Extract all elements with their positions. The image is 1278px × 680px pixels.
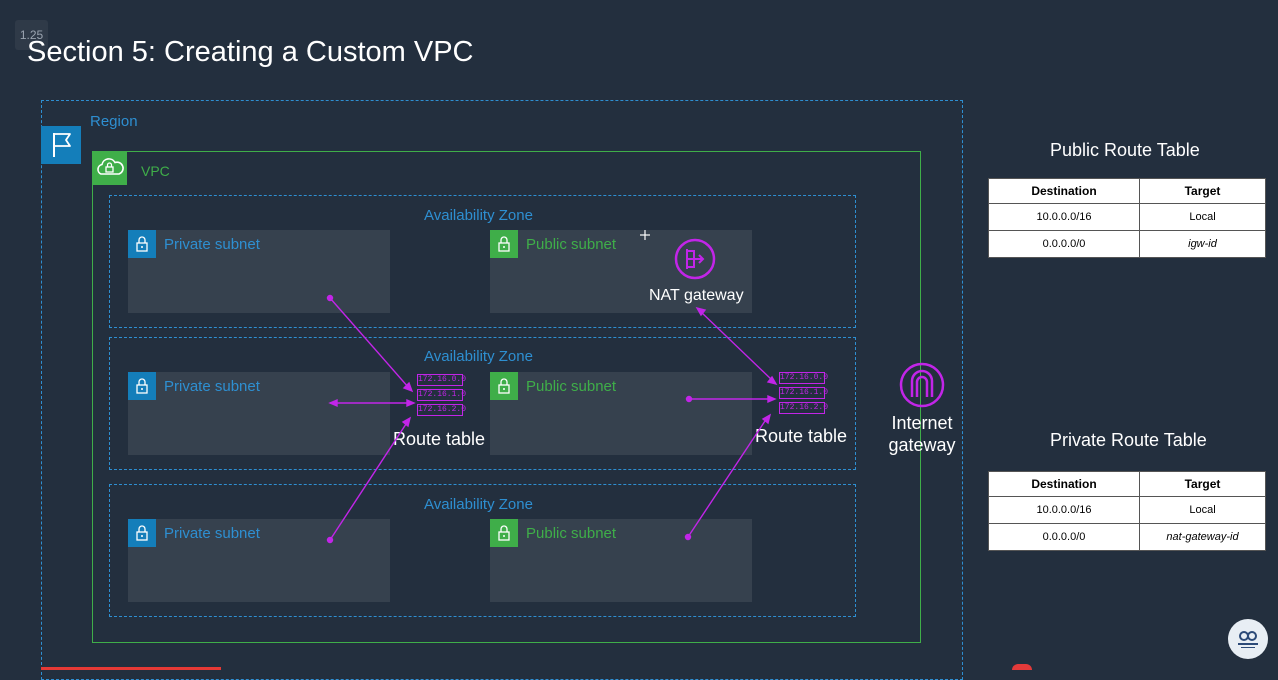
public-subnet-label: Public subnet xyxy=(526,525,617,542)
route-arrow-head xyxy=(695,306,707,317)
table-row: 10.0.0.0/16 Local xyxy=(988,496,1266,524)
availability-zone-1 xyxy=(109,195,856,328)
cloud-lock-icon xyxy=(92,151,127,185)
internet-gateway-icon xyxy=(898,361,946,409)
nat-gateway-label: NAT gateway xyxy=(649,287,744,304)
column-header: Destination xyxy=(988,471,1140,497)
public-subnet-label: Public subnet xyxy=(526,378,617,395)
table-cell: 0.0.0.0/0 xyxy=(988,230,1140,258)
route-entry: 172.16.1.0 xyxy=(779,387,829,399)
lock-icon xyxy=(490,519,518,547)
brand-logo-icon xyxy=(1228,619,1268,659)
route-arrow-head xyxy=(766,375,778,386)
table-cell: Local xyxy=(1139,203,1266,231)
public-subnet-label: Public subnet xyxy=(526,236,617,253)
table-header-row: Destination Target xyxy=(988,178,1266,204)
availability-zone-2 xyxy=(109,337,856,470)
internet-gateway-label: Internet gateway xyxy=(884,412,960,456)
table-cell: 0.0.0.0/0 xyxy=(988,523,1140,551)
vpc-boundary xyxy=(92,151,921,643)
private-route-table: Destination Target 10.0.0.0/16 Local 0.0… xyxy=(988,471,1266,551)
availability-zone-3 xyxy=(109,484,856,617)
route-arrow-head xyxy=(406,398,416,408)
route-entry: 172.16.0.0 xyxy=(417,374,467,386)
column-header: Target xyxy=(1139,178,1266,204)
table-cell: 10.0.0.0/16 xyxy=(988,203,1140,231)
route-arrow-end xyxy=(684,533,692,541)
table-cell: nat-gateway-id xyxy=(1139,523,1266,551)
video-progress-bar[interactable] xyxy=(41,667,221,670)
lock-icon xyxy=(128,230,156,258)
lock-icon xyxy=(128,519,156,547)
route-entry: 172.16.2.0 xyxy=(779,402,829,414)
private-subnet-2: Private subnet xyxy=(128,372,390,455)
vpc-label: VPC xyxy=(141,163,170,179)
table-row: 10.0.0.0/16 Local xyxy=(988,203,1266,231)
table-header-row: Destination Target xyxy=(988,471,1266,497)
table-cell: 10.0.0.0/16 xyxy=(988,496,1140,524)
region-label: Region xyxy=(90,113,138,130)
internet-gateway-label-line2: gateway xyxy=(888,435,956,455)
public-route-table-title: Public Route Table xyxy=(1050,140,1200,160)
playback-speed-badge[interactable]: 1.25 xyxy=(15,20,48,50)
route-arrow-end xyxy=(326,536,334,544)
route-table-icon: 172.16.0.0 172.16.1.0 172.16.2.0 xyxy=(417,374,467,419)
column-header: Destination xyxy=(988,178,1140,204)
table-row: 0.0.0.0/0 igw-id xyxy=(988,230,1266,258)
private-subnet-label: Private subnet xyxy=(164,236,260,253)
availability-zone-label: Availability Zone xyxy=(424,207,533,224)
table-cell: Local xyxy=(1139,496,1266,524)
public-subnet-3: Public subnet xyxy=(490,519,752,602)
lock-icon xyxy=(490,230,518,258)
lock-icon xyxy=(490,372,518,400)
private-subnet-3: Private subnet xyxy=(128,519,390,602)
slide-title: Section 5: Creating a Custom VPC xyxy=(27,36,474,68)
route-arrow-head xyxy=(401,416,412,428)
private-subnet-label: Private subnet xyxy=(164,525,260,542)
route-arrow-head xyxy=(402,381,414,393)
public-subnet-2: Public subnet xyxy=(490,372,752,455)
lock-icon xyxy=(128,372,156,400)
internet-gateway-label-line1: Internet xyxy=(891,413,953,433)
cursor-crosshair-icon xyxy=(640,230,650,240)
route-entry: 172.16.2.0 xyxy=(417,404,467,416)
availability-zone-label: Availability Zone xyxy=(424,496,533,513)
route-arrow xyxy=(699,310,774,382)
route-arrow xyxy=(687,417,768,538)
table-row: 0.0.0.0/0 nat-gateway-id xyxy=(988,523,1266,551)
route-table-icon: 172.16.0.0 172.16.1.0 172.16.2.0 xyxy=(779,372,829,417)
route-entry: 172.16.0.0 xyxy=(779,372,829,384)
route-table-label: Route table xyxy=(393,429,486,449)
private-subnet-label: Private subnet xyxy=(164,378,260,395)
route-arrow xyxy=(329,420,409,541)
availability-zone-label: Availability Zone xyxy=(424,348,533,365)
column-header: Target xyxy=(1139,471,1266,497)
route-arrow-head xyxy=(328,398,338,408)
route-table-label: Route table xyxy=(755,426,848,446)
route-arrow-end xyxy=(685,395,693,403)
route-arrow xyxy=(329,297,410,389)
route-arrow-head xyxy=(767,394,777,404)
private-route-table-title: Private Route Table xyxy=(1050,430,1207,450)
route-arrow-head xyxy=(761,413,772,425)
brand-mark xyxy=(1012,664,1032,670)
table-cell: igw-id xyxy=(1139,230,1266,258)
flag-icon xyxy=(41,126,81,164)
nat-gateway-icon xyxy=(673,237,717,281)
private-subnet-1: Private subnet xyxy=(128,230,390,313)
route-entry: 172.16.1.0 xyxy=(417,389,467,401)
route-arrow-end xyxy=(326,294,334,302)
public-route-table: Destination Target 10.0.0.0/16 Local 0.0… xyxy=(988,178,1266,258)
